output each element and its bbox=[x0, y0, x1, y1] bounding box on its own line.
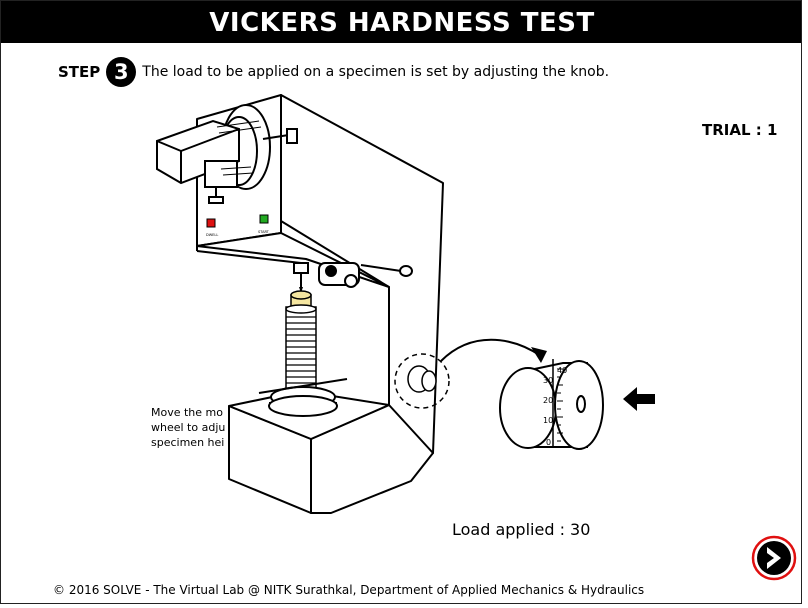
elevating-screw bbox=[286, 305, 316, 391]
knob-scale-label: 20 bbox=[543, 396, 553, 405]
arrow-left-icon bbox=[623, 387, 655, 411]
knob-scale-label: 10 bbox=[543, 416, 553, 425]
start-label: START bbox=[258, 230, 270, 234]
knob-scale-label: 0 bbox=[546, 438, 551, 447]
hint-line: wheel to adju bbox=[151, 420, 231, 435]
dwell-button bbox=[207, 219, 215, 227]
dwell-label: DWELL bbox=[206, 233, 218, 237]
start-button bbox=[260, 215, 268, 223]
load-value: 30 bbox=[570, 520, 590, 539]
load-label: Load applied : bbox=[452, 520, 570, 539]
hint-line: specimen hei bbox=[151, 435, 231, 450]
hint-line: Move the mo bbox=[151, 405, 231, 420]
load-readout: Load applied : 30 bbox=[452, 520, 590, 539]
knob-scale-label: 30 bbox=[543, 376, 553, 385]
hint-text: Move the mo wheel to adju specimen hei bbox=[151, 405, 231, 450]
indenter bbox=[294, 263, 308, 291]
knob-scale-label: 40 bbox=[557, 366, 567, 375]
footer-copyright: © 2016 SOLVE - The Virtual Lab @ NITK Su… bbox=[53, 583, 644, 597]
load-knob-zoomed bbox=[500, 361, 603, 449]
next-button[interactable] bbox=[751, 535, 797, 581]
